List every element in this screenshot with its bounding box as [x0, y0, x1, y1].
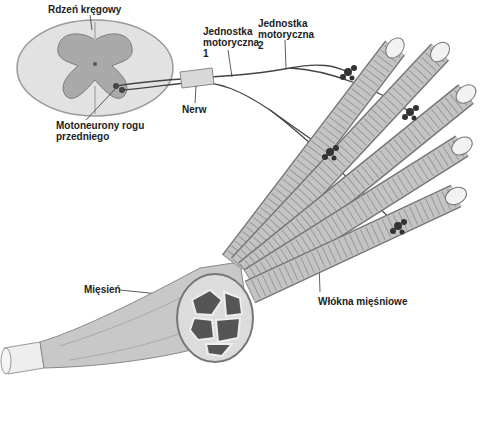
- muscle-fibres: [232, 34, 480, 292]
- part-label: Jednostka motoryczna 2: [258, 18, 322, 51]
- part-label: Nerw: [182, 104, 222, 115]
- neuromuscular-junctions: [322, 65, 419, 235]
- part-label: Mięsień: [84, 284, 134, 295]
- part-label: Jednostka motoryczna 1: [203, 26, 265, 59]
- spinal-cord: [17, 20, 173, 116]
- part-label: Motoneurony rogu przedniego: [56, 120, 152, 142]
- part-label: Rdzeń kręgowy: [48, 4, 138, 15]
- part-label: Włókna mięśniowe: [318, 296, 418, 307]
- nerve-bundle: [180, 68, 214, 88]
- muscle: [1, 262, 253, 374]
